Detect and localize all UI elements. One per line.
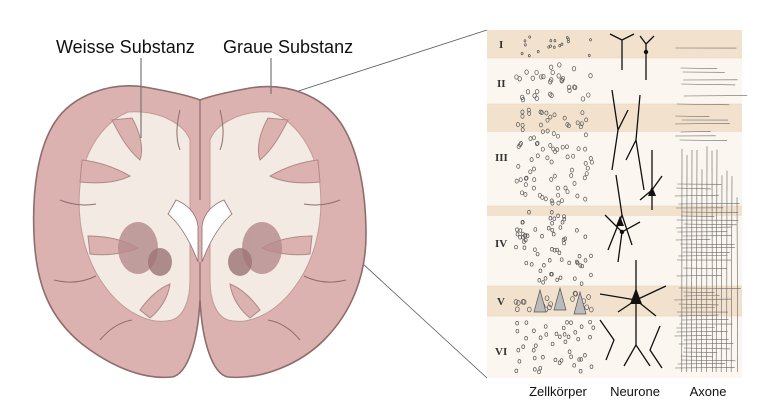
- layer-label: IV: [495, 238, 508, 250]
- layer-label: III: [495, 152, 508, 164]
- column-label-cell-bodies: Zellkörper: [529, 384, 587, 399]
- cortex-panel: [487, 30, 748, 378]
- cell-bodies-column: [513, 35, 596, 375]
- layer-label: VI: [495, 346, 508, 358]
- zoom-line-top: [282, 29, 488, 97]
- layer-label: II: [497, 78, 506, 90]
- ventricle-left: [167, 199, 199, 263]
- column-label-axons: Axone: [689, 384, 727, 399]
- axons-column: [674, 47, 748, 373]
- column-label-neurons: Neurone: [610, 384, 660, 399]
- ventricle-right: [201, 199, 233, 263]
- gray-matter-label: Graue Substanz: [223, 37, 354, 57]
- brain-section: [32, 58, 367, 379]
- white-matter-label: Weisse Substanz: [56, 37, 195, 57]
- layer-label: V: [497, 296, 505, 308]
- neurons-column: [599, 33, 667, 369]
- layer-label: I: [499, 39, 504, 51]
